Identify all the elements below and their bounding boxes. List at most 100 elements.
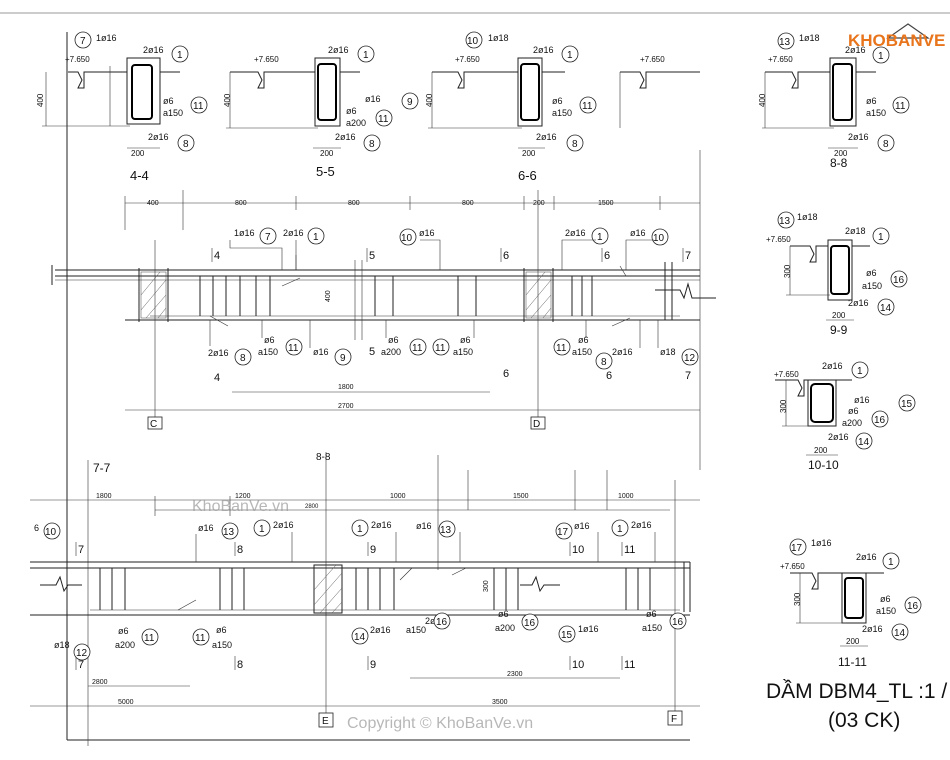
- svg-text:300: 300: [783, 264, 792, 278]
- svg-text:7: 7: [78, 544, 84, 556]
- svg-text:11: 11: [412, 343, 423, 354]
- svg-text:8: 8: [572, 139, 578, 150]
- svg-text:8: 8: [369, 139, 375, 150]
- drawing-title: DẦM DBM4_TL :1 /: [766, 680, 947, 703]
- svg-text:2ø16: 2ø16: [148, 132, 169, 142]
- svg-text:11-11: 11-11: [838, 655, 867, 669]
- lower-beam-elevation: 7-7 8-8 1800 1200 1000 1500 1000 2800: [30, 452, 700, 746]
- svg-text:1: 1: [363, 50, 369, 61]
- svg-text:ø6: ø6: [866, 268, 877, 278]
- svg-text:ø16: ø16: [198, 523, 214, 533]
- svg-text:14: 14: [894, 628, 906, 639]
- svg-text:1: 1: [177, 50, 183, 61]
- svg-text:10: 10: [467, 36, 479, 47]
- svg-text:1: 1: [357, 524, 363, 535]
- svg-text:13: 13: [779, 216, 791, 227]
- svg-text:1: 1: [597, 232, 603, 243]
- svg-text:4: 4: [214, 250, 220, 262]
- svg-text:200: 200: [846, 637, 860, 646]
- svg-text:2ø16: 2ø16: [848, 298, 869, 308]
- svg-text:ø6: ø6: [880, 594, 891, 604]
- svg-text:ø6: ø6: [498, 609, 509, 619]
- svg-text:2ø16: 2ø16: [612, 347, 633, 357]
- svg-text:1000: 1000: [390, 493, 406, 500]
- svg-text:a150: a150: [163, 108, 183, 118]
- svg-text:16: 16: [874, 415, 886, 426]
- svg-text:a200: a200: [346, 118, 366, 128]
- upper-beam-elevation: 400 800 800 800 200 1500 1800: [51, 190, 716, 430]
- dim-h: 400: [36, 93, 45, 107]
- svg-text:ø16: ø16: [416, 521, 432, 531]
- svg-text:ø16: ø16: [574, 521, 590, 531]
- svg-text:16: 16: [893, 275, 905, 286]
- svg-text:5: 5: [369, 250, 375, 262]
- svg-text:400: 400: [325, 290, 332, 302]
- svg-text:10: 10: [572, 659, 584, 671]
- svg-text:ø16: ø16: [630, 228, 646, 238]
- svg-text:2ø16: 2ø16: [856, 552, 877, 562]
- svg-text:11: 11: [582, 101, 593, 112]
- svg-text:9: 9: [370, 659, 376, 671]
- section-8-8: 400 200 +7.650 13 1ø18 2ø16 1 ø6 a150 11…: [758, 32, 910, 170]
- svg-text:200: 200: [832, 311, 846, 320]
- svg-text:1500: 1500: [598, 200, 614, 207]
- svg-text:ø6: ø6: [578, 335, 589, 345]
- svg-text:1: 1: [878, 232, 884, 243]
- svg-text:300: 300: [779, 399, 788, 413]
- svg-text:16: 16: [524, 618, 536, 629]
- svg-text:11: 11: [288, 343, 299, 354]
- house-icon: [886, 23, 930, 39]
- svg-text:2ø16: 2ø16: [565, 228, 586, 238]
- section-4-4: 400 200 +7.650 7 1ø16 2ø16 1 ø6 a150 11 …: [36, 31, 208, 183]
- svg-text:200: 200: [834, 149, 848, 158]
- svg-text:a150: a150: [453, 347, 473, 357]
- svg-text:8: 8: [237, 544, 243, 556]
- svg-text:a150: a150: [572, 347, 592, 357]
- section-9-9: 300 200 +7.650 13 1ø18 2ø18 1 ø6 a150 16…: [766, 211, 908, 337]
- svg-text:+7.650: +7.650: [768, 55, 793, 64]
- svg-text:8: 8: [183, 139, 189, 150]
- svg-text:200: 200: [533, 200, 545, 207]
- axis-d: D: [533, 419, 540, 430]
- svg-text:1: 1: [617, 524, 623, 535]
- section-label-7-7: 7-7: [93, 461, 111, 475]
- svg-text:a150: a150: [876, 606, 896, 616]
- svg-text:11: 11: [435, 343, 446, 354]
- svg-text:200: 200: [320, 149, 334, 158]
- svg-text:ø16: ø16: [313, 347, 329, 357]
- svg-text:2ø16: 2ø16: [828, 432, 849, 442]
- svg-text:800: 800: [235, 200, 247, 207]
- svg-text:ø6: ø6: [118, 626, 129, 636]
- svg-text:2800: 2800: [305, 504, 319, 510]
- svg-text:6-6: 6-6: [518, 168, 537, 183]
- svg-text:400: 400: [223, 93, 232, 107]
- svg-text:8: 8: [237, 659, 243, 671]
- svg-text:+7.650: +7.650: [780, 562, 805, 571]
- brand-logo: KHOBANVE: [848, 23, 945, 50]
- svg-text:7: 7: [78, 659, 84, 671]
- svg-text:+7.650: +7.650: [455, 55, 480, 64]
- svg-text:a150: a150: [862, 281, 882, 291]
- svg-text:5000: 5000: [118, 699, 134, 706]
- svg-text:1: 1: [857, 366, 863, 377]
- svg-text:1ø16: 1ø16: [578, 624, 599, 634]
- section-10-10: 300 200 +7.650 2ø16 1 ø16 15 ø6 a200 16 …: [774, 361, 916, 472]
- svg-text:1ø18: 1ø18: [797, 212, 818, 222]
- svg-text:2ø16: 2ø16: [370, 625, 391, 635]
- svg-text:11: 11: [378, 114, 389, 125]
- svg-text:300: 300: [793, 592, 802, 606]
- svg-text:1000: 1000: [618, 493, 634, 500]
- svg-text:2ø16: 2ø16: [328, 45, 349, 55]
- svg-text:1800: 1800: [96, 493, 112, 500]
- svg-text:1: 1: [888, 557, 894, 568]
- axis-f: F: [671, 714, 677, 725]
- svg-text:9: 9: [407, 97, 413, 108]
- svg-text:10: 10: [572, 544, 584, 556]
- svg-text:400: 400: [758, 93, 767, 107]
- svg-text:10: 10: [45, 527, 57, 538]
- svg-text:a150: a150: [406, 625, 426, 635]
- svg-text:ø6: ø6: [848, 406, 859, 416]
- svg-text:ø6: ø6: [346, 106, 357, 116]
- svg-text:2ø16: 2ø16: [533, 45, 554, 55]
- svg-text:9: 9: [340, 353, 346, 364]
